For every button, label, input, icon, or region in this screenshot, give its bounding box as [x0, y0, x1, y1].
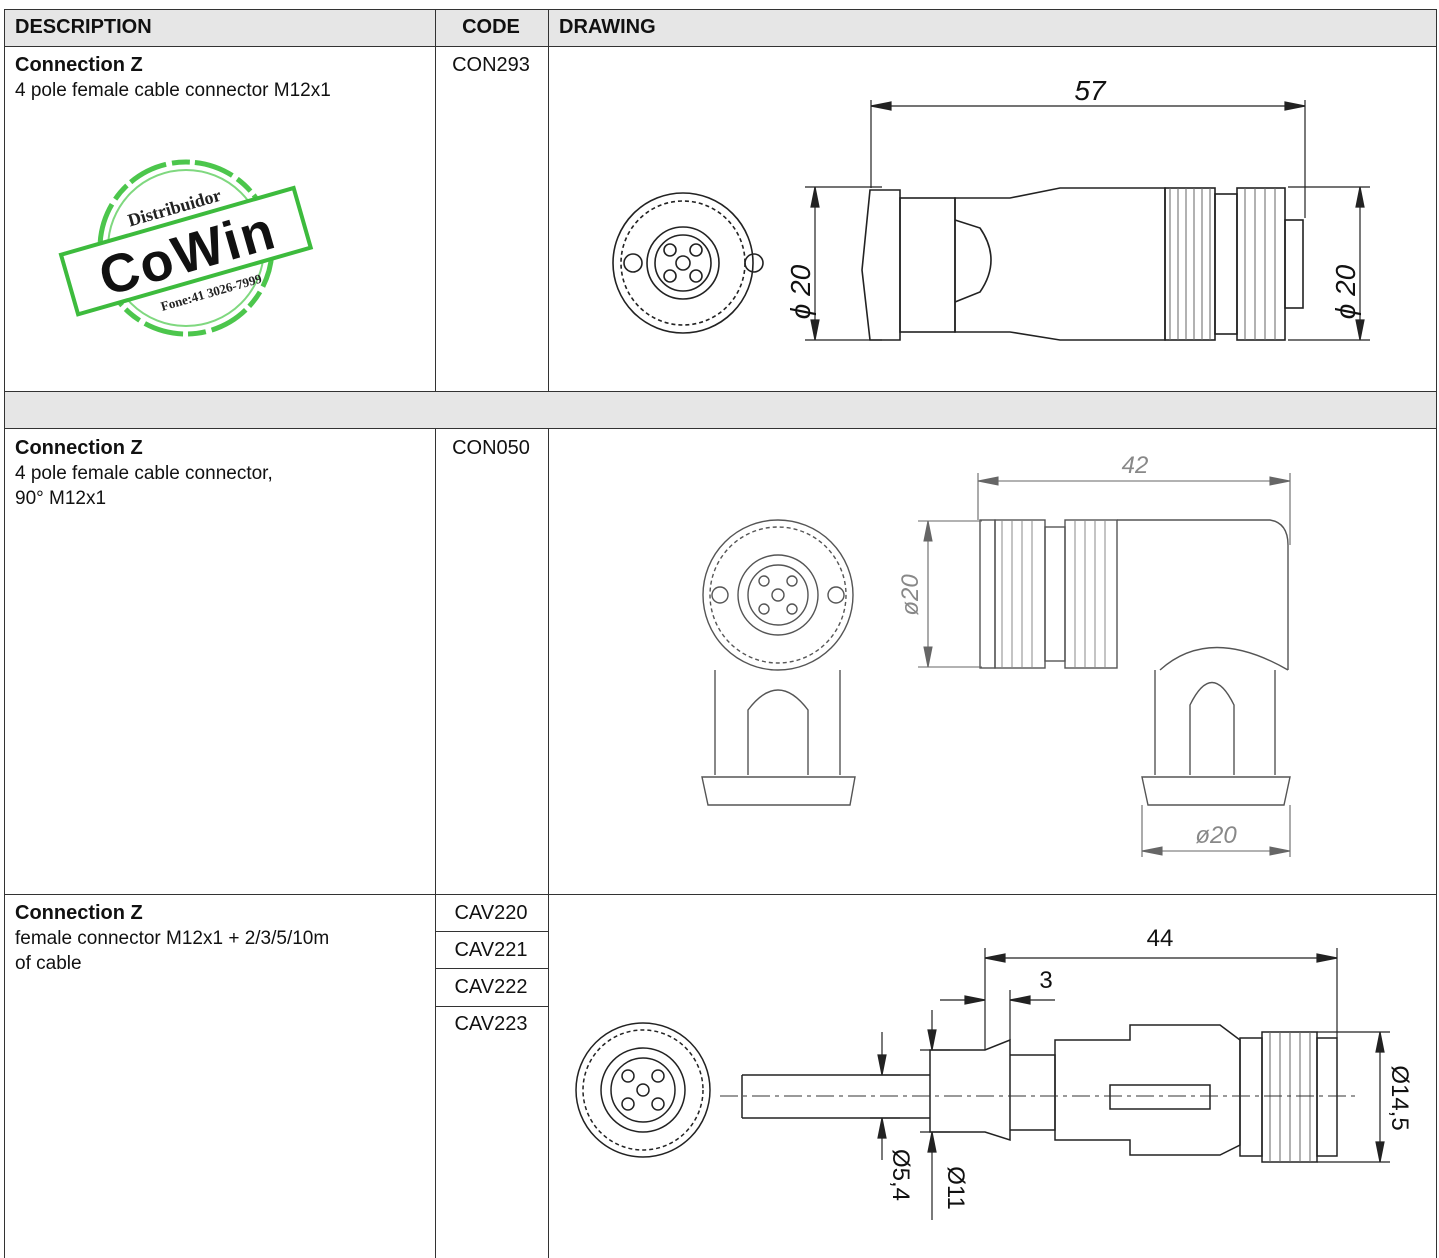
grid-line [435, 1006, 548, 1007]
dim-body-diam: Ø11 [942, 1166, 969, 1210]
dim-length-42: 42 [1122, 452, 1149, 479]
grid-line [435, 968, 548, 969]
grid-line [4, 894, 1437, 895]
table-header-band [4, 9, 1437, 46]
grid-line [435, 931, 548, 932]
front-view-outer [702, 519, 854, 671]
grid-line [1436, 9, 1437, 1258]
dim-diam-side: ø20 [897, 574, 924, 616]
row-3-description: Connection Z female connector M12x1 + 2/… [15, 901, 329, 976]
row-1-title: Connection Z [15, 54, 143, 76]
dim-length-57: 57 [1074, 75, 1107, 106]
grid-line [548, 428, 549, 1258]
stamp-banner: CoWin Distribuidor Fone:41 3026-7999 [58, 185, 314, 317]
dim-diam-bottom: ø20 [1195, 822, 1237, 849]
dim-nut-diam: Ø14,5 [1386, 1065, 1413, 1130]
row-3-code-1: CAV220 [454, 902, 528, 924]
dim-offset-3: 3 [1039, 967, 1052, 994]
grid-line [435, 428, 436, 1258]
row-1-description: Connection Z 4 pole female cable connect… [15, 53, 331, 103]
dim-cable-diam: Ø5,4 [887, 1149, 914, 1201]
row-3-code-3: CAV222 [454, 976, 528, 998]
row-3-code-4: CAV223 [454, 1013, 528, 1035]
header-description: DESCRIPTION [15, 16, 152, 38]
grid-line [435, 9, 436, 392]
grid-line [4, 9, 1437, 10]
row-2-description: Connection Z 4 pole female cable connect… [15, 436, 273, 511]
row-2-desc-line: 90° M12x1 [15, 488, 107, 509]
row-1-desc-line: 4 pole female cable connector M12x1 [15, 80, 331, 101]
row-2-desc-line: 4 pole female cable connector, [15, 463, 273, 484]
grid-line [4, 9, 5, 1258]
spacer-band [4, 392, 1437, 428]
side-view-nut [861, 189, 901, 341]
drawing-con050: 42 ø20 ø20 [701, 452, 1291, 857]
row-2-code: CON050 [452, 437, 530, 459]
header-drawing: DRAWING [559, 16, 656, 38]
row-3-desc-line: female connector M12x1 + 2/3/5/10m [15, 928, 330, 949]
distributor-stamp-logo: CoWin Distribuidor Fone:41 3026-7999 [58, 159, 314, 337]
row-2-title: Connection Z [15, 437, 143, 459]
drawing-cav22x: 44 3 Ø5,4 Ø11 Ø14,5 [575, 925, 1413, 1220]
header-code: CODE [462, 16, 520, 38]
grid-line [4, 428, 1437, 429]
drawing-con293: 57 ϕ 20 ϕ 20 [612, 75, 1370, 341]
row-3-title: Connection Z [15, 902, 143, 924]
row-1-code: CON293 [452, 54, 530, 76]
front-view-outer [612, 192, 754, 334]
dim-diam-left: ϕ 20 [785, 264, 816, 319]
dim-diam-right: ϕ 20 [1330, 264, 1361, 319]
grid-line [4, 46, 1437, 47]
grid-line [548, 9, 549, 392]
row-3-code-2: CAV221 [454, 939, 528, 961]
product-table: DESCRIPTION CODE DRAWING Connection Z 4 … [4, 9, 1437, 1258]
grid-line [4, 391, 1437, 392]
cable [741, 1074, 930, 1119]
front-view-outer [575, 1022, 711, 1158]
dim-length-44: 44 [1147, 925, 1174, 952]
row-3-desc-line: of cable [15, 953, 82, 974]
